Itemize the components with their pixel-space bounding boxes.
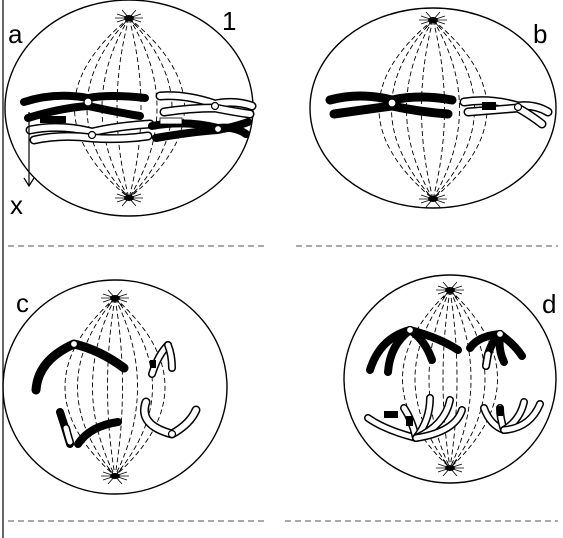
chromosome-black-left-a — [20, 91, 149, 122]
panel-c: c — [2, 279, 228, 495]
number-label: 1 — [222, 6, 236, 36]
centrosome-bottom-c — [101, 467, 129, 485]
chromosome-white-left-d — [364, 394, 466, 442]
arrow-x — [23, 112, 35, 188]
panel-d: d — [343, 274, 557, 484]
chromosome-black-left-d — [366, 325, 462, 376]
centrosome-top-b — [419, 11, 447, 29]
spindle-c — [64, 297, 166, 477]
centrosome-bottom-a — [115, 189, 143, 207]
centrosome-bottom-d — [436, 459, 464, 477]
chromosome-white-right-d — [480, 398, 544, 434]
cell-d — [343, 274, 557, 484]
centrosome-top-d — [436, 281, 464, 299]
chromosome-white-b — [459, 96, 553, 129]
panel-label-a: a — [8, 19, 23, 49]
chromosome-black-upper-c — [31, 339, 129, 395]
centrosome-bottom-b — [419, 190, 447, 208]
spindle-d — [402, 289, 498, 469]
arrow-label-x: x — [10, 190, 23, 220]
chromosome-white-right-a — [155, 91, 257, 119]
centrosome-top-a — [115, 9, 143, 27]
chromosome-white-lower-c — [140, 397, 201, 439]
chromosome-white-left-a — [25, 116, 155, 145]
chromosome-black-b — [325, 91, 457, 119]
chromosome-black-right-a — [148, 117, 252, 142]
centrosome-top-c — [101, 289, 129, 307]
panel-label-d: d — [542, 289, 556, 319]
chromosome-white-upper-c — [148, 341, 176, 378]
panel-label-b: b — [533, 19, 547, 49]
panel-b: b — [309, 7, 557, 209]
chromosome-black-right-d — [466, 329, 526, 370]
panel-label-c: c — [16, 288, 29, 318]
cell-b — [309, 7, 557, 209]
panel-a: a 1 x — [4, 0, 257, 220]
cell-c — [2, 279, 228, 495]
chromosome-black-lower-c — [56, 408, 122, 448]
